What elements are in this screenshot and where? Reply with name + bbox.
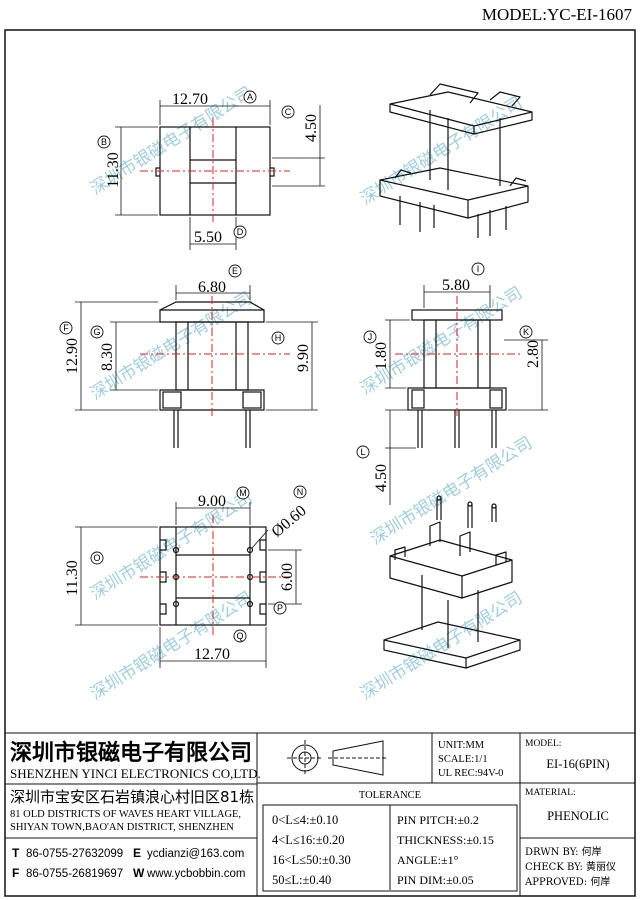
tolerance-row-4: 50≤L:±0.40 — [272, 873, 331, 887]
pin-dim: PIN DIM:±0.05 — [397, 873, 474, 887]
check-by: CHECK BY: 黄丽仪 — [525, 860, 616, 873]
projection-symbol-icon — [287, 740, 388, 776]
svg-text:O: O — [93, 553, 100, 563]
model-header: MODEL:YC-EI-1607 — [482, 5, 633, 24]
dim-i-value: 5.80 — [442, 277, 470, 294]
marker-b: B — [97, 135, 111, 149]
marker-e: E — [228, 264, 242, 278]
drawn-by: DRWN BY: 何岸 — [525, 845, 602, 858]
dim-f-value: 12.90 — [64, 338, 81, 374]
marker-g: G — [90, 325, 104, 339]
svg-text:M: M — [239, 488, 247, 498]
dim-n-value: Ø0.60 — [268, 502, 309, 540]
iso-view-bottom — [383, 495, 521, 669]
marker-d: D — [233, 225, 247, 239]
watermark: 深圳市银磁电子有限公司 — [87, 588, 256, 704]
tel-value: 86-0755-27632099 — [26, 848, 123, 860]
company-name-en: SHENZHEN YINCI ELECTRONICS CO,LTD. — [10, 766, 261, 781]
dim-h-value: 9.90 — [295, 344, 312, 372]
marker-p: P — [273, 601, 287, 615]
marker-f: F — [59, 321, 73, 335]
approved-by: APPROVED: 何岸 — [524, 875, 610, 888]
web-label: W — [133, 866, 145, 880]
scale-text: SCALE:1/1 — [438, 754, 488, 765]
dim-q-value: 12.70 — [194, 646, 230, 663]
marker-o: O — [90, 551, 104, 565]
svg-text:D: D — [237, 227, 244, 237]
watermark: 深圳市银磁电子有限公司 — [87, 488, 256, 604]
view-bottom — [75, 502, 302, 668]
unit-text: UNIT:MM — [438, 740, 485, 751]
view-front — [75, 285, 318, 448]
email-value: ycdianzi@163.com — [147, 848, 244, 860]
marker-m: M — [236, 486, 250, 500]
watermark: 深圳市银磁电子有限公司 — [357, 283, 526, 399]
svg-text:L: L — [360, 447, 365, 457]
dim-c-value: 4.50 — [303, 114, 320, 142]
svg-text:I: I — [477, 264, 480, 274]
svg-text:G: G — [93, 327, 100, 337]
dimension-markers: A B C D E F G H I J K L M N O P Q — [59, 90, 533, 643]
dim-b-value: 11.30 — [105, 152, 122, 187]
marker-k: K — [519, 325, 533, 339]
svg-text:B: B — [101, 137, 107, 147]
dim-o-value: 11.30 — [64, 560, 81, 595]
tolerance-row-1: 0<L≤4:±0.10 — [272, 813, 338, 827]
fax-label: F — [12, 866, 19, 880]
web-value: www.ycbobbin.com — [146, 868, 245, 880]
svg-text:N: N — [297, 487, 304, 497]
dim-g-value: 8.30 — [99, 343, 116, 371]
marker-h: H — [271, 331, 285, 345]
model-label: MODEL: — [525, 739, 561, 749]
marker-a: A — [243, 90, 257, 104]
svg-text:E: E — [232, 266, 238, 276]
iso-view-top — [379, 83, 533, 238]
address-cn: 深圳市宝安区石岩镇浪心村旧区81栋 — [10, 788, 254, 806]
marker-l: L — [356, 445, 370, 459]
tolerance-title: TOLERANCE — [359, 790, 421, 801]
view-top — [115, 100, 325, 250]
thickness: THICKNESS:±0.15 — [397, 833, 494, 847]
address-en-1: 81 OLD DISTRICTS OF WAVES HEART VILLAGE, — [10, 809, 241, 820]
tel-label: T — [12, 846, 20, 860]
dim-d-value: 5.50 — [194, 229, 222, 246]
material-value: PHENOLIC — [547, 809, 609, 823]
title-block-lines — [5, 732, 635, 896]
address-en-2: SHIYAN TOWN,BAO'AN DISTRICT, SHENZHEN — [10, 822, 234, 833]
marker-j: J — [363, 330, 377, 344]
watermark: 深圳市银磁电子有限公司 — [367, 433, 536, 549]
dim-m-value: 9.00 — [198, 493, 226, 510]
email-label: E — [133, 846, 141, 860]
marker-i: I — [471, 262, 485, 276]
marker-n: N — [293, 485, 307, 499]
dim-j-value: 1.80 — [373, 342, 390, 370]
svg-text:H: H — [275, 333, 282, 343]
sheet-border — [4, 29, 636, 897]
svg-text:K: K — [523, 327, 529, 337]
view-side — [385, 285, 548, 505]
material-label: MATERIAL: — [525, 788, 576, 798]
dim-e-value: 6.80 — [198, 279, 226, 296]
svg-text:C: C — [285, 107, 292, 117]
fax-value: 86-0755-26819697 — [26, 868, 123, 880]
angle: ANGLE:±1° — [397, 853, 459, 867]
marker-q: Q — [233, 629, 247, 643]
pin-pitch: PIN PITCH:±0.2 — [397, 813, 479, 827]
tolerance-row-3: 16<L≤50:±0.30 — [272, 853, 351, 867]
dim-l-value: 4.50 — [373, 464, 390, 492]
svg-text:P: P — [277, 603, 283, 613]
model-value: EI-16(6PIN) — [546, 757, 609, 771]
dim-p-value: 6.00 — [279, 563, 296, 591]
svg-text:F: F — [63, 323, 69, 333]
svg-text:J: J — [368, 332, 373, 342]
marker-c: C — [281, 105, 295, 119]
tolerance-row-2: 4<L≤16:±0.20 — [272, 833, 345, 847]
company-name-cn: 深圳市银磁电子有限公司 — [10, 740, 252, 766]
dim-a-value: 12.70 — [172, 91, 208, 108]
ul-text: UL REC:94V-0 — [438, 768, 503, 779]
svg-text:A: A — [247, 92, 253, 102]
dim-k-value: 2.80 — [525, 340, 542, 368]
svg-text:Q: Q — [236, 631, 243, 641]
